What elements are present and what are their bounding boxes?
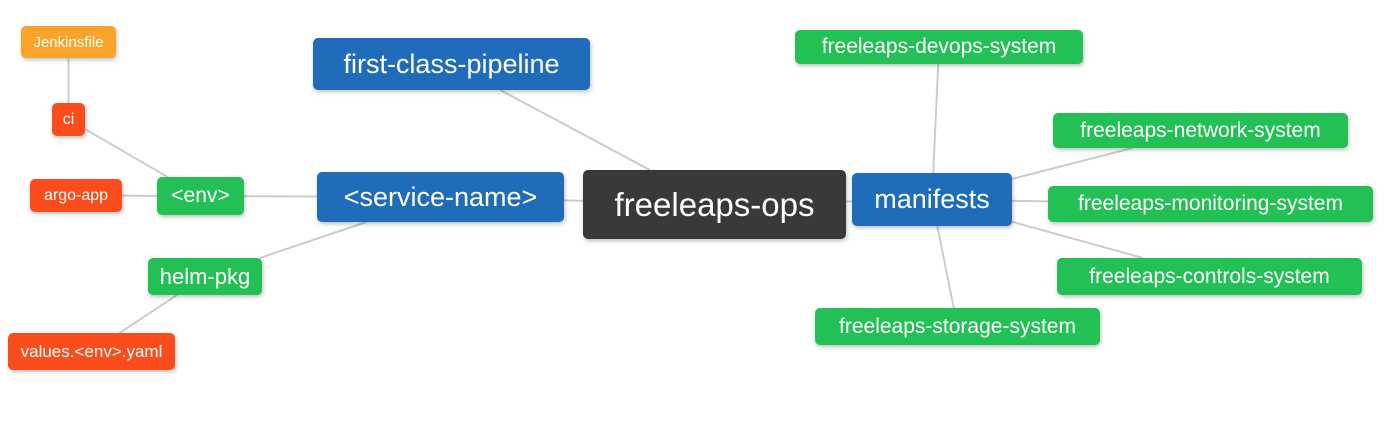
edge xyxy=(936,225,955,309)
edge xyxy=(1011,220,1144,259)
edge xyxy=(1011,147,1133,180)
node-freeleaps-ops[interactable]: freeleaps-ops xyxy=(583,170,846,239)
edge xyxy=(118,294,178,334)
edge xyxy=(84,128,169,178)
node-freeleaps-storage-system[interactable]: freeleaps-storage-system xyxy=(815,308,1100,345)
edge xyxy=(499,89,651,171)
edge xyxy=(932,63,940,174)
node-manifests[interactable]: manifests xyxy=(852,173,1012,226)
node-helm-pkg[interactable]: helm-pkg xyxy=(148,258,262,295)
node-freeleaps-monitoring-system[interactable]: freeleaps-monitoring-system xyxy=(1048,186,1373,222)
edge xyxy=(1011,199,1049,203)
node-freeleaps-devops-system[interactable]: freeleaps-devops-system xyxy=(795,30,1083,64)
node-freeleaps-controls-system[interactable]: freeleaps-controls-system xyxy=(1057,258,1362,295)
node-ci[interactable]: ci xyxy=(52,103,85,136)
node-service-name[interactable]: <service-name> xyxy=(317,172,564,222)
node-first-class-pipeline[interactable]: first-class-pipeline xyxy=(313,38,590,90)
edge xyxy=(259,221,367,259)
node-values-env-yaml[interactable]: values.<env>.yaml xyxy=(8,333,175,370)
node-jenkinsfile[interactable]: Jenkinsfile xyxy=(21,26,116,58)
edge xyxy=(563,199,584,202)
node-argo-app[interactable]: argo-app xyxy=(30,179,122,212)
node-env[interactable]: <env> xyxy=(157,177,244,215)
node-freeleaps-network-system[interactable]: freeleaps-network-system xyxy=(1053,113,1348,148)
